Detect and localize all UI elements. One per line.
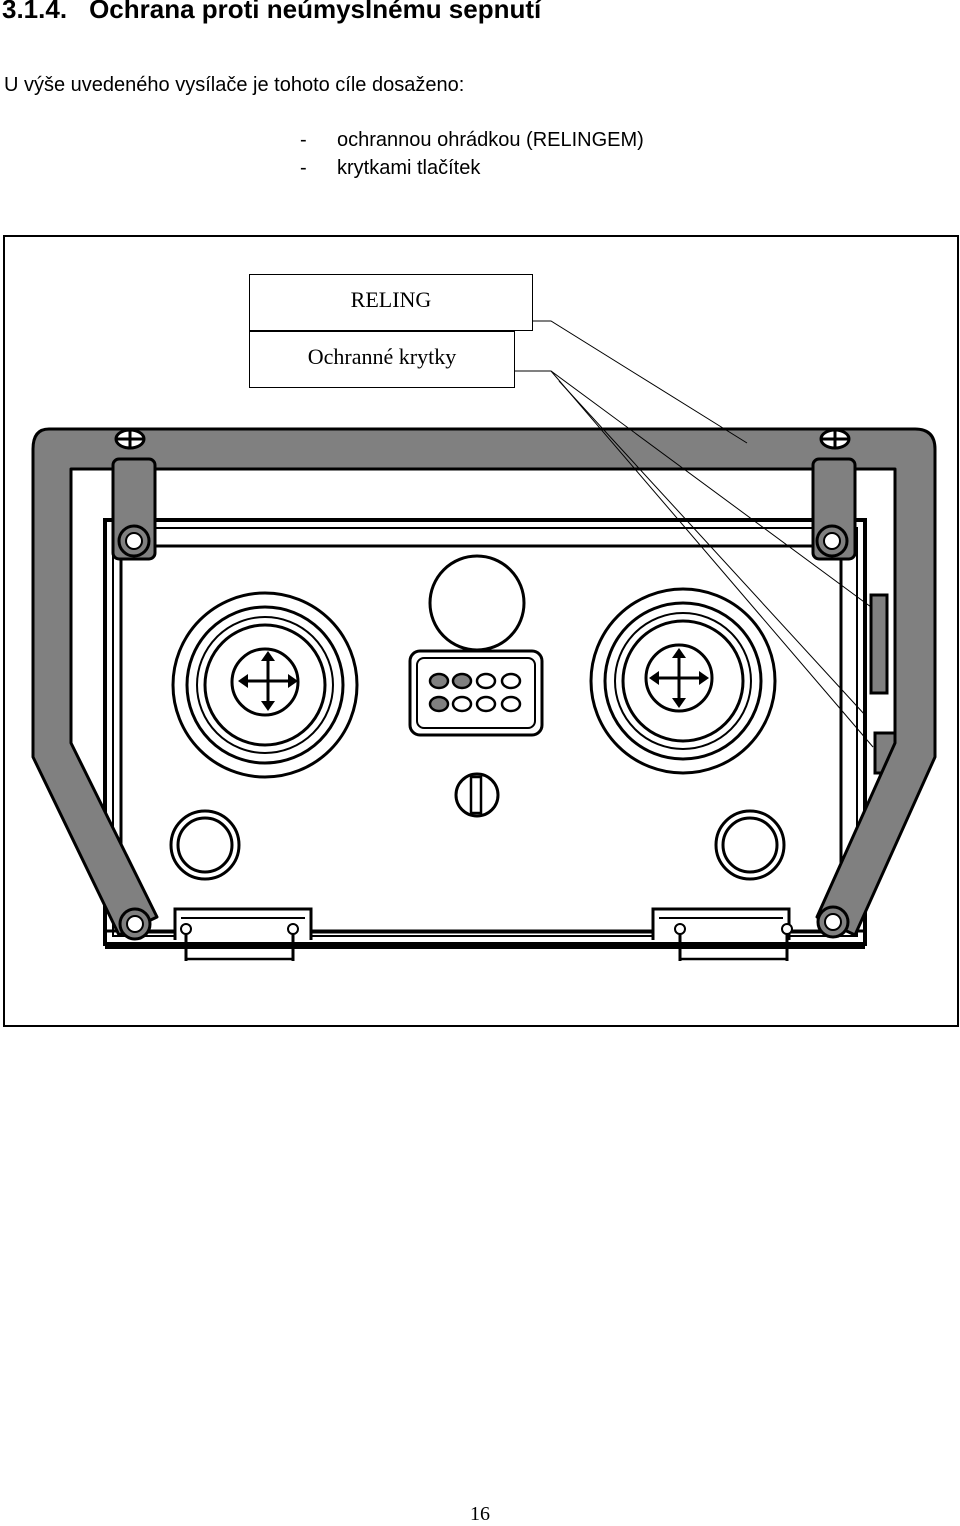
screw	[117, 524, 151, 558]
leader-lines	[515, 320, 874, 748]
right-round-button	[714, 809, 786, 881]
leader-line-cover-side	[558, 380, 866, 716]
leader-line-cover-lower	[550, 370, 874, 748]
screw	[816, 905, 850, 939]
page-number: 16	[470, 1503, 490, 1525]
callout-reling: RELING	[249, 274, 533, 331]
right-strap-hook	[651, 907, 793, 961]
bullet-item-reling: - ochrannou ohrádkou (RELINGEM)	[300, 126, 644, 154]
indicator-lamp-icon	[428, 554, 526, 652]
joystick-arrows-icon	[647, 646, 711, 710]
transmitter-figure: RELING Ochranné krytky	[3, 235, 959, 1027]
key-switch-icon	[454, 772, 500, 818]
button-panel	[408, 649, 544, 737]
right-joystick	[589, 587, 777, 775]
bullet-text: ochrannou ohrádkou (RELINGEM)	[337, 129, 644, 151]
top-screw	[819, 428, 851, 450]
bullet-dash: -	[300, 129, 307, 151]
screw	[118, 907, 152, 941]
callout-protective-covers: Ochranné krytky	[249, 331, 515, 388]
leader-line-reling	[533, 320, 748, 444]
section-number: 3.1.4.	[2, 0, 68, 24]
bullet-item-covers: - krytkami tlačítek	[300, 154, 644, 182]
bullet-list: - ochrannou ohrádkou (RELINGEM) - krytkami…	[300, 126, 644, 182]
bullet-text: krytkami tlačítek	[337, 157, 481, 179]
left-round-button	[169, 809, 241, 881]
left-joystick	[171, 591, 359, 779]
top-screw	[114, 428, 146, 450]
intro-paragraph: U výše uvedeného vysílače je tohoto cíle…	[4, 74, 465, 96]
section-title: Ochrana proti neúmyslnému sepnutí	[89, 0, 542, 24]
transmitter-drawing	[31, 320, 937, 961]
left-strap-hook	[173, 907, 313, 961]
protective-cover-upper	[869, 593, 889, 695]
bullet-dash: -	[300, 157, 307, 179]
section-heading: 3.1.4. Ochrana proti neúmyslnému sepnutí	[2, 0, 541, 25]
screw	[815, 524, 849, 558]
